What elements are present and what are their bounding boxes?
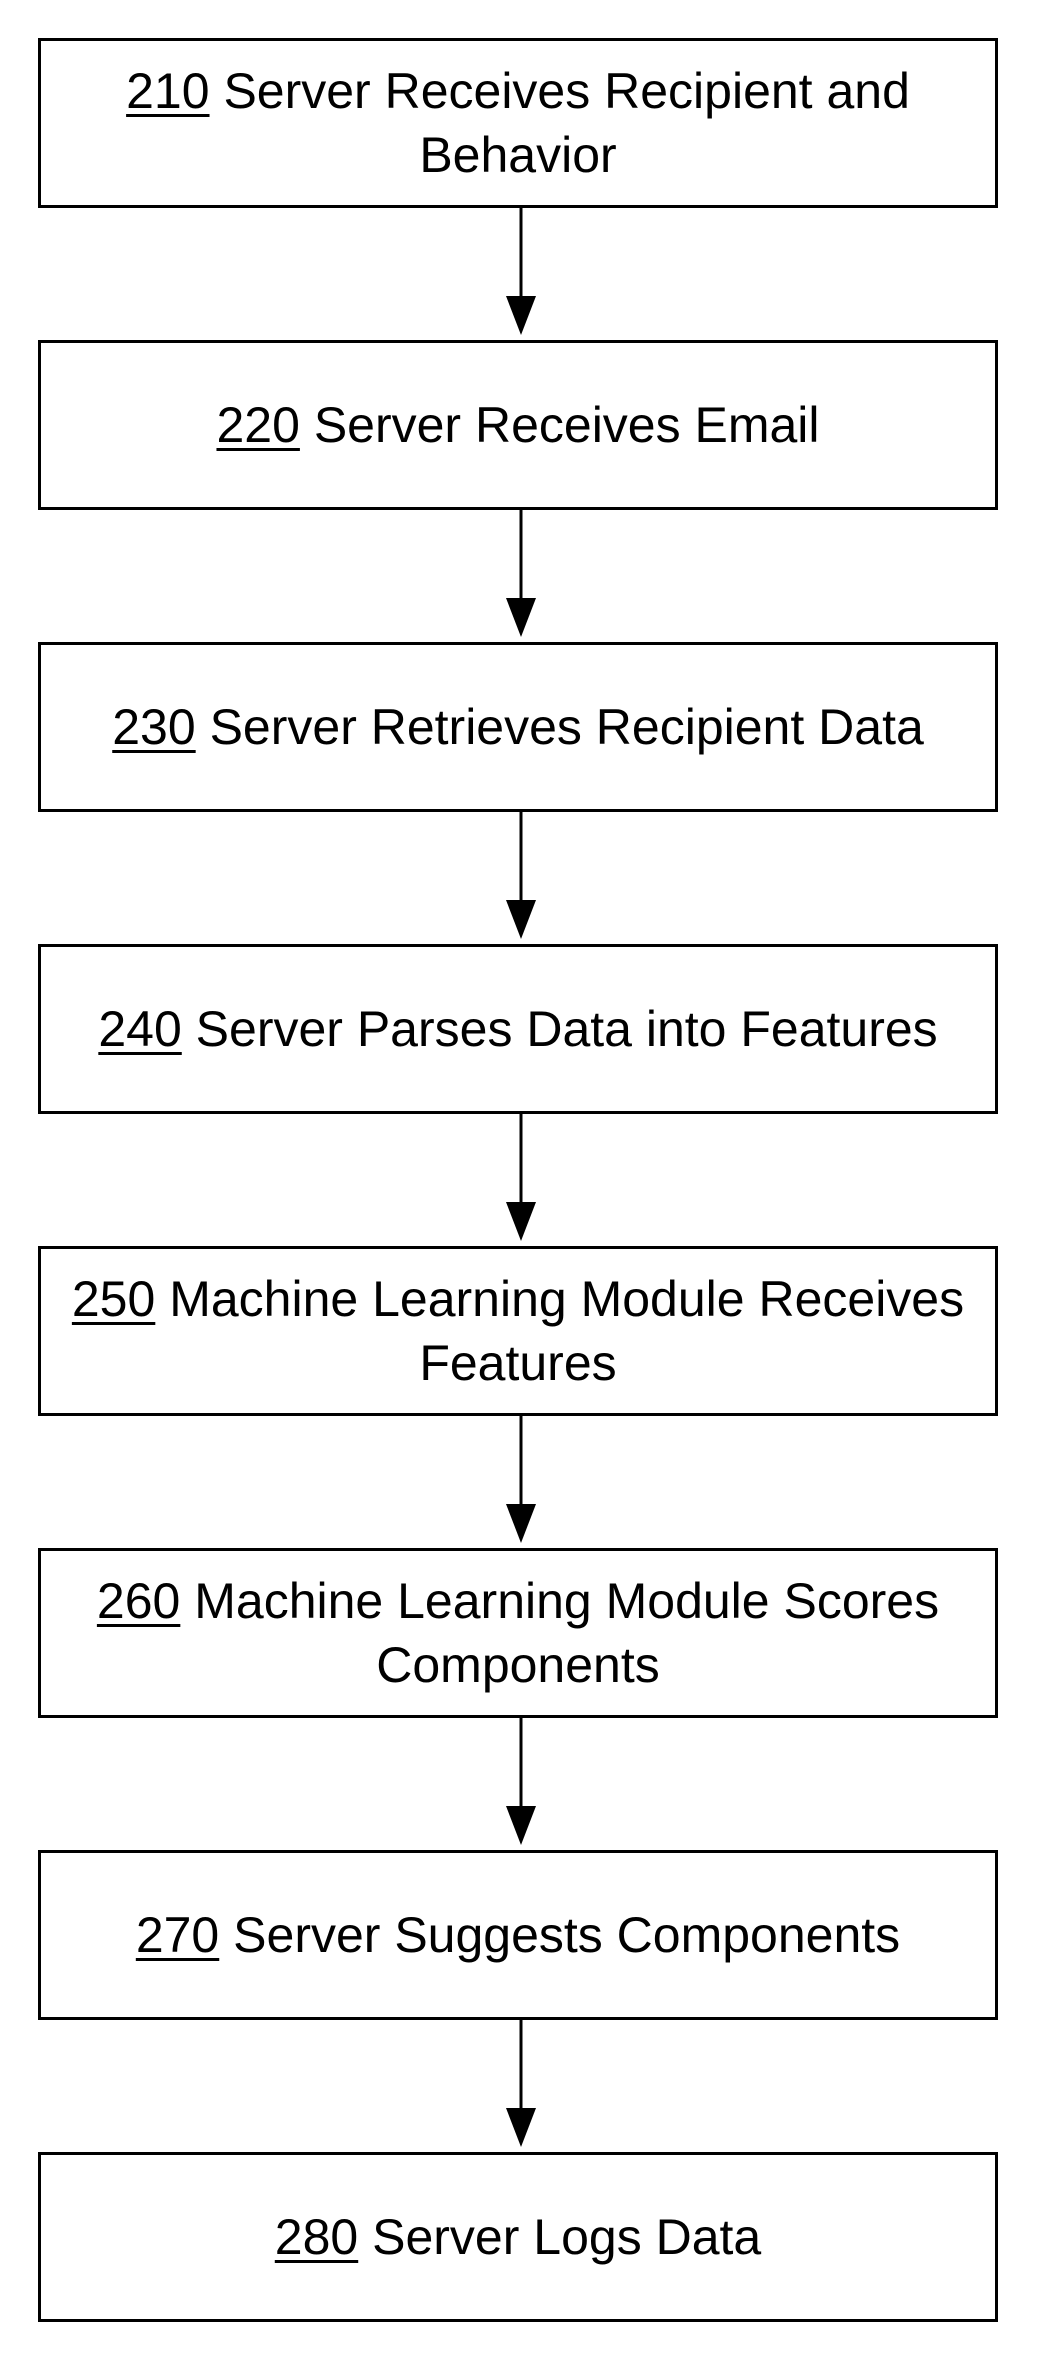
step-label: Server Logs Data [372,2209,761,2265]
step-number: 280 [275,2209,358,2265]
flow-arrow [506,510,536,637]
step-box-220: 220 Server Receives Email [38,340,998,510]
step-number: 260 [97,1573,180,1629]
flow-arrow [506,1416,536,1543]
flow-arrow [506,1114,536,1241]
step-box-230: 230 Server Retrieves Recipient Data [38,642,998,812]
step-number: 220 [216,397,299,453]
step-box-250: 250 Machine Learning Module Receives Fea… [38,1246,998,1416]
step-number: 210 [126,63,209,119]
step-box-210: 210 Server Receives Recipient and Behavi… [38,38,998,208]
step-text: 260 Machine Learning Module Scores Compo… [41,1569,995,1697]
step-box-280: 280 Server Logs Data [38,2152,998,2322]
flow-arrow [506,208,536,335]
step-box-270: 270 Server Suggests Components [38,1850,998,2020]
step-text: 270 Server Suggests Components [122,1903,914,1967]
step-label: Server Retrieves Recipient Data [210,699,924,755]
step-text: 240 Server Parses Data into Features [84,997,951,1061]
step-label: Machine Learning Module Receives Feature… [169,1271,964,1391]
step-label: Server Receives Email [314,397,820,453]
flow-arrow [506,2020,536,2147]
step-label: Server Suggests Components [233,1907,900,1963]
step-text: 250 Machine Learning Module Receives Fea… [41,1267,995,1395]
step-text: 210 Server Receives Recipient and Behavi… [41,59,995,187]
step-number: 250 [72,1271,155,1327]
step-label: Machine Learning Module Scores Component… [194,1573,939,1693]
step-label: Server Parses Data into Features [196,1001,938,1057]
step-text: 230 Server Retrieves Recipient Data [98,695,938,759]
step-box-260: 260 Machine Learning Module Scores Compo… [38,1548,998,1718]
step-label: Server Receives Recipient and Behavior [223,63,909,183]
step-number: 270 [136,1907,219,1963]
flow-arrow [506,1718,536,1845]
step-number: 230 [112,699,195,755]
step-number: 240 [98,1001,181,1057]
flow-arrow [506,812,536,939]
step-text: 220 Server Receives Email [202,393,833,457]
step-text: 280 Server Logs Data [261,2205,775,2269]
step-box-240: 240 Server Parses Data into Features [38,944,998,1114]
